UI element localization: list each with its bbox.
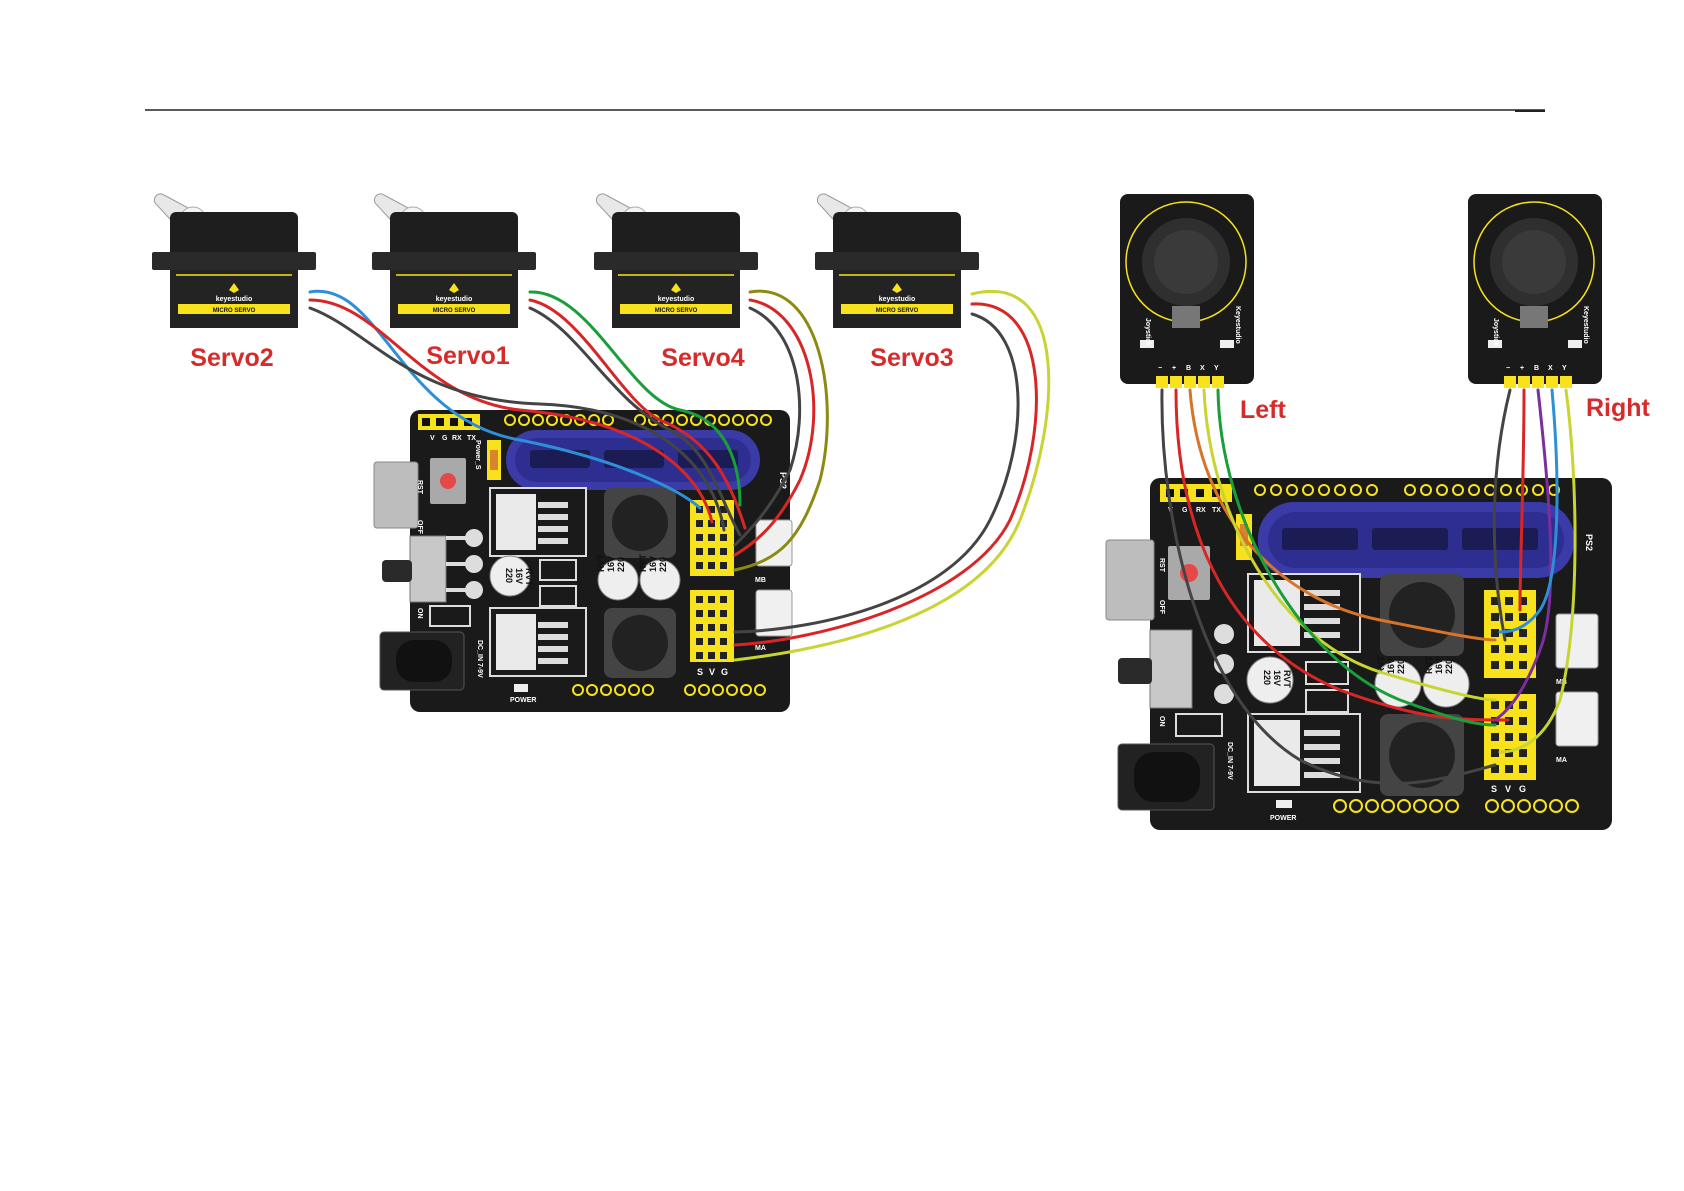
svg-text:+: + xyxy=(1520,365,1524,372)
svg-text:−: − xyxy=(1158,365,1162,372)
svg-text:16V: 16V xyxy=(606,556,616,572)
svg-text:RVT: RVT xyxy=(524,568,534,586)
silk-power: POWER xyxy=(510,697,536,704)
servo-model: MICRO SERVO xyxy=(876,308,919,314)
svg-text:V: V xyxy=(1505,784,1511,794)
joystick-left: Joystick Keyestudio − + B X Y xyxy=(1120,194,1254,388)
joystick-label-right: Right xyxy=(1586,394,1651,422)
svg-text:220: 220 xyxy=(504,568,514,583)
svg-text:RVT: RVT xyxy=(638,554,648,572)
svg-text:RVT: RVT xyxy=(1282,670,1292,688)
silk-serial-tx: TX xyxy=(467,435,476,442)
driver-board-right: V G RX TX PS2 RST OFF ON DC_IN 7-9V xyxy=(1105,478,1612,830)
servo-1: keyestudio MICRO SERVO xyxy=(371,193,537,329)
joystick-brand: Keyestudio xyxy=(1234,306,1241,344)
capacitor: 220 16V RVT xyxy=(489,555,534,597)
servo-2: keyestudio MICRO SERVO xyxy=(151,193,317,329)
svg-text:220: 220 xyxy=(1396,659,1406,674)
svg-text:RVT: RVT xyxy=(1376,656,1386,674)
svg-text:16V: 16V xyxy=(1272,670,1282,686)
servo-model: MICRO SERVO xyxy=(655,308,698,314)
silk-rst: RST xyxy=(416,480,423,495)
silk-v: V xyxy=(709,667,715,677)
svg-text:16V: 16V xyxy=(648,556,658,572)
joystick-right: Joystick Keyestudio − + B X Y xyxy=(1468,194,1602,388)
capacitor: 220 16V RVT xyxy=(596,554,639,601)
svg-text:220: 220 xyxy=(1444,659,1454,674)
servo-label-servo3: Servo3 xyxy=(870,344,953,372)
silk-serial-g: G xyxy=(442,435,448,442)
silk-serial-v: V xyxy=(430,435,435,442)
servo-3: keyestudio MICRO SERVO xyxy=(814,193,980,329)
silk-mb: MB xyxy=(755,577,766,584)
svg-text:X: X xyxy=(1200,365,1205,372)
svg-text:S: S xyxy=(1491,784,1497,794)
svg-text:ON: ON xyxy=(1158,716,1165,727)
svg-text:Y: Y xyxy=(1214,365,1219,372)
silk-power-s: Power_S xyxy=(474,440,481,470)
servo-label-servo1: Servo1 xyxy=(426,342,509,370)
capacitor: 220 16V RVT xyxy=(638,554,681,601)
silk-ma: MA xyxy=(755,645,766,652)
svg-text:MA: MA xyxy=(1556,757,1567,764)
svg-text:16V: 16V xyxy=(1434,658,1444,674)
svg-text:RVT: RVT xyxy=(596,554,606,572)
svg-text:G: G xyxy=(1519,784,1526,794)
capacitor: 220 16V RVT xyxy=(1422,656,1470,708)
servo-label-servo2: Servo2 xyxy=(190,344,273,372)
joystick-name: Joystick xyxy=(1492,318,1499,346)
servo-brand: keyestudio xyxy=(216,296,253,303)
silk-off: OFF xyxy=(416,520,423,535)
svg-text:POWER: POWER xyxy=(1270,815,1296,822)
servo-brand: keyestudio xyxy=(436,296,473,303)
svg-text:Y: Y xyxy=(1562,365,1567,372)
servo-model: MICRO SERVO xyxy=(433,308,476,314)
svg-text:+: + xyxy=(1172,365,1176,372)
svg-text:G: G xyxy=(1182,507,1188,514)
svg-text:B: B xyxy=(1186,365,1191,372)
svg-text:OFF: OFF xyxy=(1158,600,1165,615)
svg-text:B: B xyxy=(1534,365,1539,372)
svg-text:16V: 16V xyxy=(514,568,524,584)
silk-s: S xyxy=(697,667,703,677)
svg-text:220: 220 xyxy=(658,557,668,572)
svg-text:220: 220 xyxy=(616,557,626,572)
svg-text:16V: 16V xyxy=(1386,658,1396,674)
svg-text:RST: RST xyxy=(1158,558,1165,573)
svg-text:−: − xyxy=(1506,365,1510,372)
servo-wires xyxy=(308,289,1051,662)
driver-board-left: V G RX TX PS2 Power_S RST OFF ON DC_IN 7 xyxy=(373,410,793,712)
joystick-wires xyxy=(1160,388,1577,785)
servo-4: keyestudio MICRO SERVO xyxy=(593,193,759,329)
capacitor: 220 16V RVT xyxy=(1246,656,1294,704)
svg-text:TX: TX xyxy=(1212,507,1221,514)
joystick-name: Joystick xyxy=(1144,318,1151,346)
silk-serial-rx: RX xyxy=(452,435,462,442)
svg-text:PS2: PS2 xyxy=(1584,534,1594,551)
svg-text:220: 220 xyxy=(1262,670,1272,685)
silk-on: ON xyxy=(416,608,423,619)
svg-text:X: X xyxy=(1548,365,1553,372)
servo-model: MICRO SERVO xyxy=(213,308,256,314)
svg-text:MB: MB xyxy=(1556,679,1567,686)
silk-dc-in: DC_IN 7-9V xyxy=(476,640,483,678)
silk-g: G xyxy=(721,667,728,677)
svg-text:RX: RX xyxy=(1196,507,1206,514)
joystick-label-left: Left xyxy=(1240,396,1287,424)
servo-label-servo4: Servo4 xyxy=(661,344,744,372)
joystick-brand: Keyestudio xyxy=(1582,306,1589,344)
svg-text:DC_IN 7-9V: DC_IN 7-9V xyxy=(1226,742,1233,780)
servo-brand: keyestudio xyxy=(879,296,916,303)
servo-brand: keyestudio xyxy=(658,296,695,303)
svg-text:RVT: RVT xyxy=(1424,656,1434,674)
